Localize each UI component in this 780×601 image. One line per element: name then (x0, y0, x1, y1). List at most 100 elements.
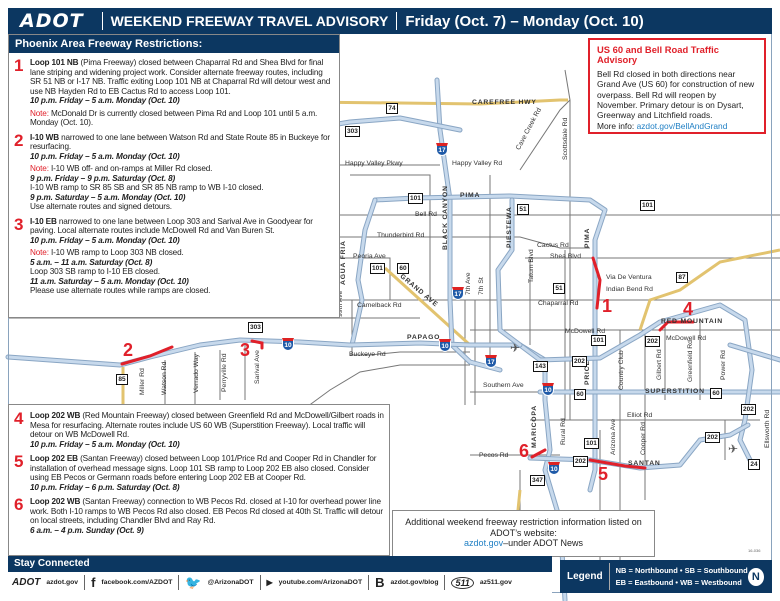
restriction-text: Loop 202 EB (Santan Freeway) closed betw… (30, 454, 384, 492)
route-shield-icon: 143 (533, 361, 548, 372)
note-text: I-10 WB ramp to Loop 303 NB closed. (48, 248, 184, 257)
route-shield-icon: 17 (485, 355, 497, 368)
legend: Legend NB = Northbound • SB = Southbound… (560, 560, 772, 593)
advisory-title: US 60 and Bell Road Traffic Advisory (597, 44, 719, 66)
description: (Red Mountain Freeway) closed between Gr… (30, 411, 384, 439)
route-shield-icon: 101 (640, 200, 655, 211)
youtube-icon: ▶ (266, 578, 273, 587)
road-name: Loop 101 NB (30, 58, 79, 67)
az511-link[interactable]: az511.gov (479, 579, 512, 586)
bell-and-grand-link[interactable]: azdot.gov/BellAndGrand (636, 120, 728, 131)
map-label: SANTAN (628, 460, 661, 467)
legend-line-1: NB = Northbound • SB = Southbound (615, 565, 748, 575)
restriction-text: I-10 WB narrowed to one lane between Wat… (30, 133, 334, 212)
map-label: Via De Ventura (606, 274, 652, 281)
state-highway (383, 266, 472, 347)
note: Note: I-10 WB ramp to Loop 303 NB closed… (30, 248, 334, 258)
note-label: Note: (30, 164, 49, 173)
map-label: McDowell Rd (666, 335, 707, 342)
restriction-number: 3 (14, 214, 24, 234)
youtube-link[interactable]: youtube.com/ArizonaDOT (278, 579, 363, 586)
street (330, 257, 391, 300)
street (340, 236, 590, 249)
route-shield-icon: 10 (282, 338, 294, 351)
route-shield-icon: 202 (705, 432, 720, 443)
freeway (350, 198, 377, 347)
route-shield-icon: 202 (573, 456, 588, 467)
map-label: RED MOUNTAIN (661, 318, 723, 325)
route-shield-icon: 347 (530, 475, 545, 486)
note-time: 9 p.m. Friday – 9 p.m. Saturday (Oct. 8) (30, 173, 176, 183)
restriction-number: 1 (14, 56, 24, 75)
blog-icon: B (375, 575, 385, 590)
map-label: Pecos Rd (479, 452, 509, 459)
road-name: Loop 202 WB (30, 497, 81, 506)
facebook-link[interactable]: facebook.com/AZDOT (101, 579, 173, 586)
adot-footer-logo: ADOT (12, 577, 41, 588)
road-name: I-10 WB (30, 132, 59, 142)
description: (Santan Freeway) closed between Loop 101… (30, 454, 377, 482)
route-shield-icon: 202 (645, 336, 660, 347)
additional-info-box: Additional weekend freeway restriction i… (392, 510, 655, 557)
description: narrowed to one lane between Loop 303 an… (30, 216, 313, 236)
closure-number-marker: 2 (123, 340, 134, 360)
route-shield-icon: 51 (517, 204, 529, 215)
note: Note: I-10 WB off- and on-ramps at Mille… (30, 164, 334, 174)
note: Note: McDonald Dr is currently closed be… (30, 109, 334, 128)
restriction-text: Loop 202 WB (Santan Freeway) connection … (30, 497, 384, 535)
divider (101, 12, 103, 30)
note-time: 9 p.m. Saturday – 5 a.m. Monday (Oct. 10… (30, 192, 186, 202)
closure-number-marker: 4 (683, 299, 694, 319)
closure-segment (591, 256, 602, 310)
map-label: Happy Valley Pkwy (345, 160, 403, 167)
map-label: Cactus Rd (537, 242, 569, 249)
route-shield-icon: 101 (408, 193, 423, 204)
restrictions-title: Phoenix Area Freeway Restrictions: (9, 35, 339, 53)
azdot-link[interactable]: azdot.gov (464, 538, 504, 548)
restriction-number: 2 (14, 130, 24, 150)
route-shield-icon: 74 (386, 103, 398, 114)
restriction-description: Loop 202 WB (Red Mountain Freeway) close… (30, 411, 384, 440)
route-shield-icon: 10 (548, 462, 560, 475)
route-shield-icon: 51 (553, 283, 565, 294)
facebook-icon: f (91, 575, 96, 590)
note-text: Use alternate routes and signed detours. (30, 202, 172, 211)
map-label: Camelback Rd (357, 302, 402, 309)
restriction-description: Loop 202 EB (Santan Freeway) closed betw… (30, 454, 384, 483)
route-shield-icon: 60 (397, 263, 409, 274)
map-label: PAPAGO (407, 334, 441, 341)
twitter-link[interactable]: @ArizonaDOT (207, 579, 254, 586)
restriction-item: 1 Loop 101 NB (Pima Freeway) closed betwe… (14, 56, 334, 128)
map-label: CAREFREE HWY (472, 99, 537, 106)
map-label: McDowell Rd (565, 328, 606, 335)
restriction-item: 6 Loop 202 WB (Santan Freeway) connection… (14, 495, 384, 535)
stay-connected-title: Stay Connected (8, 556, 552, 572)
closure-segment (530, 448, 547, 459)
road-name: I-10 EB (30, 216, 57, 226)
social-bar: ADOT azdot.gov f facebook.com/AZDOT 🐦 @A… (8, 572, 552, 593)
street (350, 351, 470, 356)
note-text: Please use alternate routes while ramps … (30, 286, 211, 295)
restriction-text: Loop 202 WB (Red Mountain Freeway) close… (30, 411, 384, 449)
map-label: Bell Rd (415, 211, 437, 218)
description: (Pima Freeway) closed between Chaparral … (30, 58, 331, 96)
map-label: Peoria Ave (353, 253, 386, 260)
road-name: Loop 202 WB (30, 411, 81, 420)
blog-link[interactable]: azdot.gov/blog (390, 579, 439, 586)
restriction-number: 6 (14, 495, 24, 514)
route-shield-icon: 10 (439, 339, 451, 352)
route-shield-icon: 60 (574, 389, 586, 400)
info-text: Additional weekend freeway restriction i… (405, 517, 642, 538)
map-label: Buckeye Rd (349, 351, 386, 358)
closure-segment (658, 320, 695, 332)
route-shield-icon: 202 (741, 404, 756, 415)
note-text: I-10 WB ramp to SR 85 SB and SR 85 NB ra… (30, 183, 264, 192)
map-label: Elliot Rd (627, 412, 653, 419)
map-label: SUPERSTITION (645, 388, 705, 395)
azdot-site-link[interactable]: azdot.gov (46, 579, 79, 586)
map-label: Happy Valley Rd (452, 160, 503, 167)
restriction-text: I-10 EB narrowed to one lane between Loo… (30, 217, 334, 296)
note-text: I-10 WB off- and on-ramps at Miller Rd c… (48, 164, 213, 173)
